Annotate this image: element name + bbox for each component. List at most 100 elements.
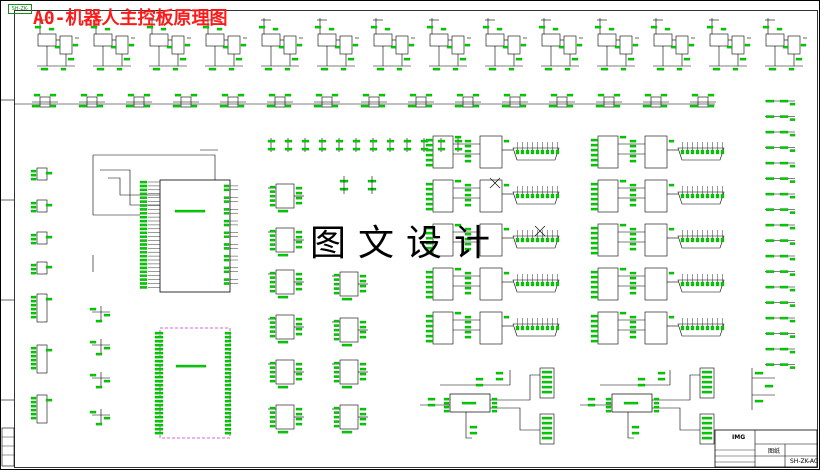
mcu-pin xyxy=(139,200,238,203)
io-cell xyxy=(765,223,796,230)
mcu-pin xyxy=(139,204,160,207)
passive-part xyxy=(631,425,640,435)
mcu2-pin xyxy=(154,371,232,375)
comm-block xyxy=(590,267,725,301)
passive-part xyxy=(657,371,666,381)
small-part xyxy=(367,176,377,194)
sensor-cell xyxy=(454,93,481,108)
io-cell xyxy=(765,192,796,199)
mcu-pin xyxy=(139,251,160,254)
io-cell xyxy=(765,146,796,152)
cap-cell xyxy=(335,138,344,152)
comm-block xyxy=(590,179,725,213)
passive-part xyxy=(475,377,484,387)
sensor-cell xyxy=(219,93,246,108)
comm-block xyxy=(425,179,560,213)
passive-part xyxy=(637,377,646,387)
comm-block xyxy=(590,135,725,169)
driver-cell xyxy=(706,18,751,71)
mcu-pin xyxy=(139,239,160,242)
io-cell xyxy=(765,99,796,106)
io-cell xyxy=(765,347,796,354)
cap-cell xyxy=(301,138,310,152)
comm-block xyxy=(425,135,560,169)
sensor-cell xyxy=(266,93,293,108)
io-cell xyxy=(765,161,796,168)
title-block-logo: IMG xyxy=(732,434,746,441)
driver-cell xyxy=(314,18,359,71)
page-title: A0-机器人主控板原理图 xyxy=(33,8,228,29)
sensor-cell xyxy=(31,93,58,108)
passive-part xyxy=(495,371,504,381)
mcu2-pin xyxy=(154,339,232,343)
mcu-pin xyxy=(139,266,238,270)
transistor-group xyxy=(89,409,111,426)
mcu2-pin xyxy=(154,395,232,399)
title-block-code: SH-ZK-A0 xyxy=(790,458,818,465)
sheet-tag: SH-ZK-A0 xyxy=(8,4,32,14)
io-cell xyxy=(765,316,796,323)
driver-cell xyxy=(538,18,583,71)
driver-ic xyxy=(268,314,304,344)
driver-cell xyxy=(426,18,471,71)
mcu-pin xyxy=(139,208,238,211)
driver-ic xyxy=(332,404,368,434)
mcu2-pin xyxy=(154,415,232,419)
driver-cell xyxy=(482,18,527,71)
driver-cell xyxy=(90,18,135,71)
cap-cell xyxy=(369,138,378,152)
transistor-group xyxy=(89,339,111,356)
driver-cell xyxy=(594,18,639,71)
mcu2-pin xyxy=(154,403,232,407)
sensor-cell xyxy=(642,93,669,108)
sensor-cell xyxy=(689,93,716,108)
io-cell xyxy=(765,270,796,276)
lower-connector xyxy=(539,367,555,399)
io-cell xyxy=(765,239,796,245)
inner-frame xyxy=(14,10,818,468)
left-part xyxy=(30,344,53,374)
mcu2-pin xyxy=(154,379,232,383)
small-part xyxy=(339,176,349,194)
mcu2-pin xyxy=(154,431,232,435)
comm-block xyxy=(590,223,725,257)
mcu-pin xyxy=(139,286,160,289)
mcu2-pin xyxy=(154,347,232,351)
title-block xyxy=(1,427,818,468)
left-part xyxy=(30,293,53,323)
cap-cell xyxy=(267,138,276,152)
mcu2-pin xyxy=(154,427,232,431)
left-part xyxy=(30,231,53,245)
driver-ic xyxy=(268,404,304,434)
lower-connector xyxy=(699,413,715,445)
io-cell xyxy=(765,332,796,338)
driver-cell xyxy=(650,18,695,71)
mcu-main xyxy=(92,149,231,293)
driver-ic xyxy=(268,269,304,299)
mcu2-pin xyxy=(154,355,232,359)
mcu-pin xyxy=(139,219,238,223)
mcu2-pin xyxy=(154,363,232,367)
mcu-pin xyxy=(139,196,238,199)
mcu-pin xyxy=(139,274,160,277)
mcu2-pin xyxy=(154,367,232,371)
sensor-cell xyxy=(78,93,105,108)
mcu-pin xyxy=(139,184,238,188)
driver-cell xyxy=(34,18,79,71)
cap-cell xyxy=(454,138,463,152)
mcu-pin xyxy=(139,262,160,266)
mcu2-pin xyxy=(154,387,232,391)
io-cell xyxy=(765,285,796,292)
cap-cell xyxy=(284,138,293,152)
mcu-pin xyxy=(139,180,160,184)
driver-ic xyxy=(332,359,368,389)
mcu2-pin xyxy=(154,331,232,335)
io-cell xyxy=(765,208,796,214)
left-part xyxy=(30,394,53,424)
driver-cell xyxy=(146,18,191,71)
sensor-cell xyxy=(501,93,528,108)
mcu2-pin xyxy=(154,383,232,387)
sensor-cell xyxy=(407,93,434,108)
driver-cell xyxy=(370,18,415,71)
